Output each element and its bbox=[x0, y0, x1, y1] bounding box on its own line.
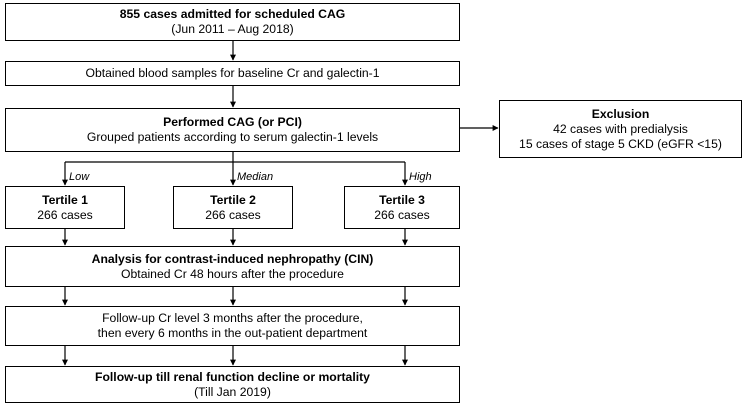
exclusion-box: Exclusion 42 cases with predialysis 15 c… bbox=[499, 100, 742, 158]
blood-samples-box: Obtained blood samples for baseline Cr a… bbox=[5, 61, 460, 86]
admitted-subtitle: (Jun 2011 – Aug 2018) bbox=[171, 22, 294, 36]
cag-title: Performed CAG (or PCI) bbox=[163, 115, 302, 129]
followup-box: Follow-up Cr level 3 months after the pr… bbox=[5, 306, 460, 346]
final-title: Follow-up till renal function decline or… bbox=[95, 369, 370, 384]
cin-box: Analysis for contrast-induced nephropath… bbox=[5, 246, 460, 287]
exclusion-line2: 15 cases of stage 5 CKD (eGFR <15) bbox=[519, 136, 722, 151]
tertile2-box: Tertile 2 266 cases bbox=[173, 186, 293, 229]
admitted-box: 855 cases admitted for scheduled CAG (Ju… bbox=[5, 3, 460, 41]
tertile3-box: Tertile 3 266 cases bbox=[344, 186, 460, 229]
branch-label-low: Low bbox=[69, 171, 90, 183]
cag-subtitle: Grouped patients according to serum gale… bbox=[86, 130, 379, 144]
cag-box: Performed CAG (or PCI) Grouped patients … bbox=[5, 108, 460, 152]
exclusion-line1: 42 cases with predialysis bbox=[553, 121, 688, 136]
cin-title: Analysis for contrast-induced nephropath… bbox=[91, 251, 374, 266]
tertile1-box: Tertile 1 266 cases bbox=[5, 186, 125, 229]
branch-label-high: High bbox=[409, 171, 432, 183]
tertile1-title: Tertile 1 bbox=[42, 192, 88, 207]
tertile3-count: 266 cases bbox=[374, 207, 430, 222]
branch-label-median: Median bbox=[237, 171, 274, 183]
followup-line1: Follow-up Cr level 3 months after the pr… bbox=[102, 311, 363, 325]
cin-subtitle: Obtained Cr 48 hours after the procedure bbox=[121, 266, 344, 281]
final-subtitle: (Till Jan 2019) bbox=[194, 384, 271, 399]
followup-line2: then every 6 months in the out-patient d… bbox=[97, 326, 368, 340]
exclusion-title: Exclusion bbox=[591, 106, 650, 121]
tertile3-title: Tertile 3 bbox=[379, 192, 425, 207]
tertile2-count: 266 cases bbox=[205, 207, 261, 222]
final-box: Follow-up till renal function decline or… bbox=[5, 366, 460, 403]
tertile1-count: 266 cases bbox=[37, 207, 93, 222]
blood-samples-text: Obtained blood samples for baseline Cr a… bbox=[85, 66, 380, 80]
admitted-title: 855 cases admitted for scheduled CAG bbox=[119, 7, 346, 21]
tertile2-title: Tertile 2 bbox=[210, 192, 256, 207]
